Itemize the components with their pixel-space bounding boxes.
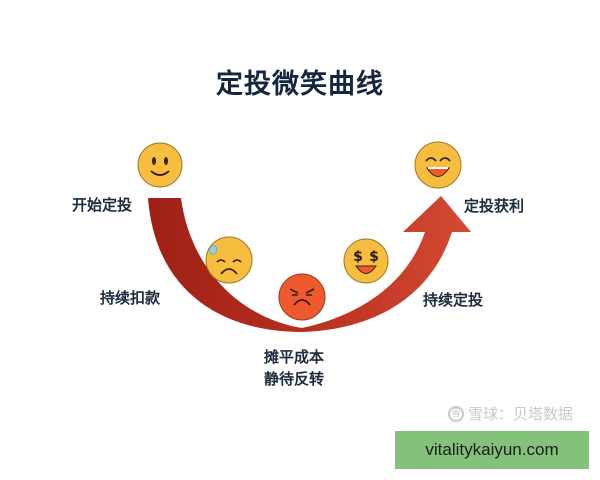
svg-text:$: $ <box>353 249 363 265</box>
watermark: 雪 雪球：贝塔数据 <box>448 403 573 424</box>
label-average-cost: 摊平成本 <box>264 348 325 366</box>
sweat-frown-face-icon <box>205 236 253 284</box>
label-wait-reversal: 静待反转 <box>264 370 325 388</box>
angry-face-icon <box>278 273 326 321</box>
label-keep-deducting: 持续扣款 <box>100 289 161 307</box>
watermark-text: 雪球：贝塔数据 <box>468 405 574 423</box>
curve-band <box>148 196 471 332</box>
svg-text:$: $ <box>369 249 379 265</box>
dollar-eyes-face-icon: $ $ <box>343 238 389 284</box>
smile-face-icon <box>137 142 183 188</box>
site-banner[interactable]: vitalitykaiyun.com <box>395 431 589 469</box>
label-profit: 定投获利 <box>464 197 525 215</box>
grin-face-icon <box>414 141 462 189</box>
diagram-title: 定投微笑曲线 <box>216 69 384 100</box>
xueqiu-logo-icon: 雪 <box>448 405 464 422</box>
banner-text: vitalitykaiyun.com <box>425 440 559 459</box>
label-start: 开始定投 <box>72 196 133 214</box>
label-keep-investing: 持续定投 <box>423 291 484 309</box>
